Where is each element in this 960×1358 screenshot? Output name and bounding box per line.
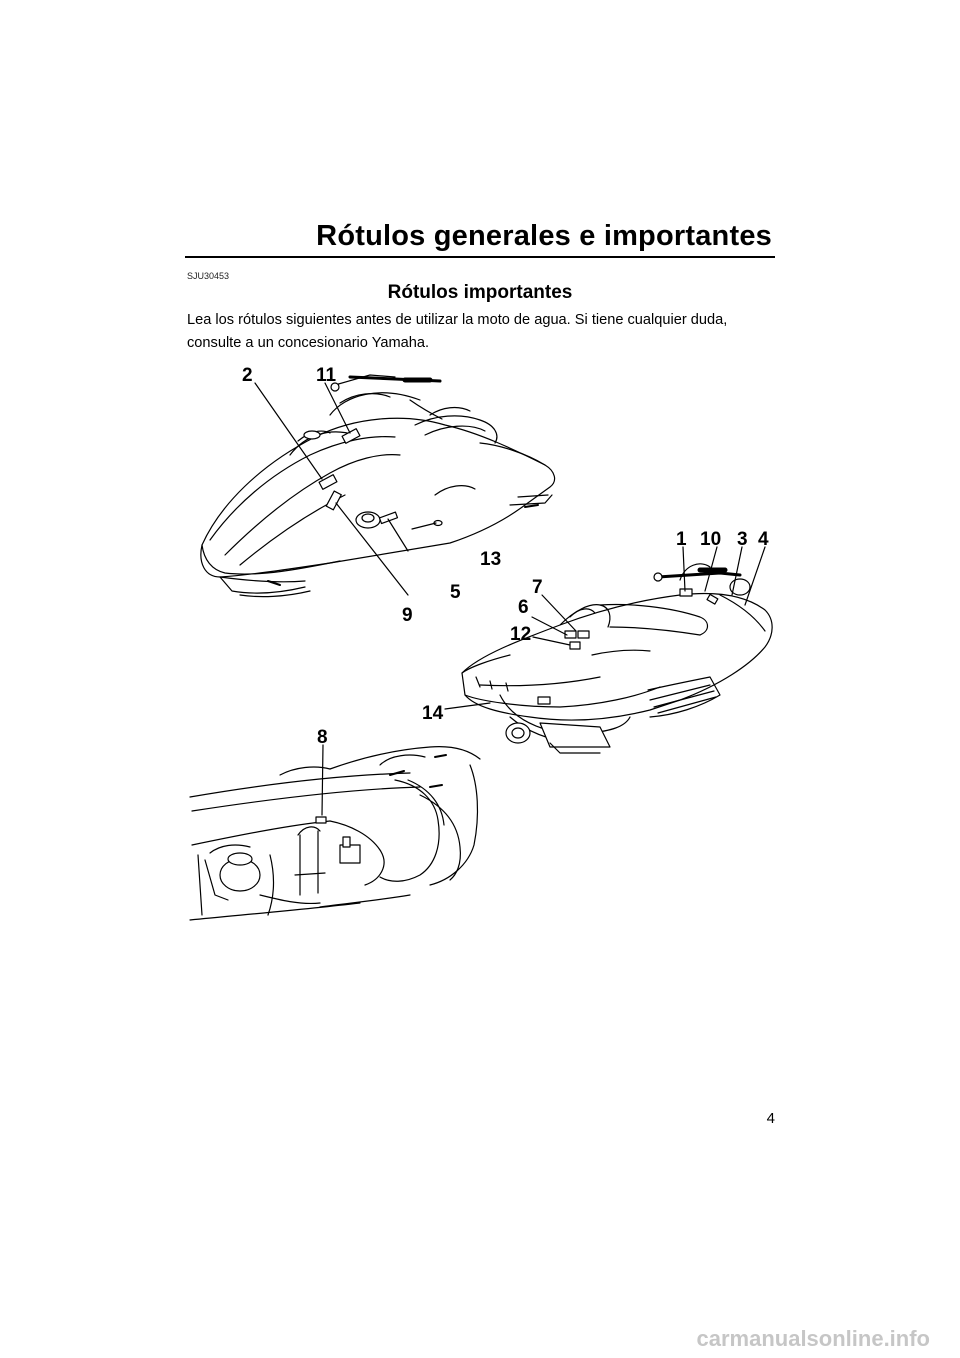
callout-12: 12: [510, 624, 531, 645]
label-location-illustration: 2 11 13 5 9: [180, 355, 780, 935]
watercraft-rear-view: [444, 546, 773, 754]
section-title: Rótulos importantes: [387, 282, 573, 303]
callout-8: 8: [317, 727, 328, 748]
callout-11: 11: [316, 365, 337, 386]
callout-9: 9: [402, 605, 413, 626]
callout-6: 6: [518, 597, 529, 618]
callout-14: 14: [422, 703, 444, 724]
watermark-text: carmanualsonline.info: [696, 1326, 931, 1351]
callout-13: 13: [480, 549, 501, 570]
watercraft-front-view: [200, 374, 556, 598]
page-header-title: Rótulos generales e importantes: [316, 220, 772, 252]
callout-7: 7: [532, 577, 543, 598]
callout-5: 5: [450, 582, 461, 603]
header-rule: [185, 256, 775, 258]
body-paragraph: Lea los rótulos siguientes antes de util…: [187, 312, 728, 351]
callout-3: 3: [737, 529, 748, 550]
callout-10: 10: [700, 529, 721, 550]
callout-1: 1: [676, 529, 687, 550]
callout-2: 2: [242, 365, 253, 386]
callout-4: 4: [758, 529, 769, 550]
engine-compartment-view: [189, 744, 481, 921]
page-number: 4: [766, 1110, 775, 1127]
document-code: SJU30453: [187, 271, 230, 281]
